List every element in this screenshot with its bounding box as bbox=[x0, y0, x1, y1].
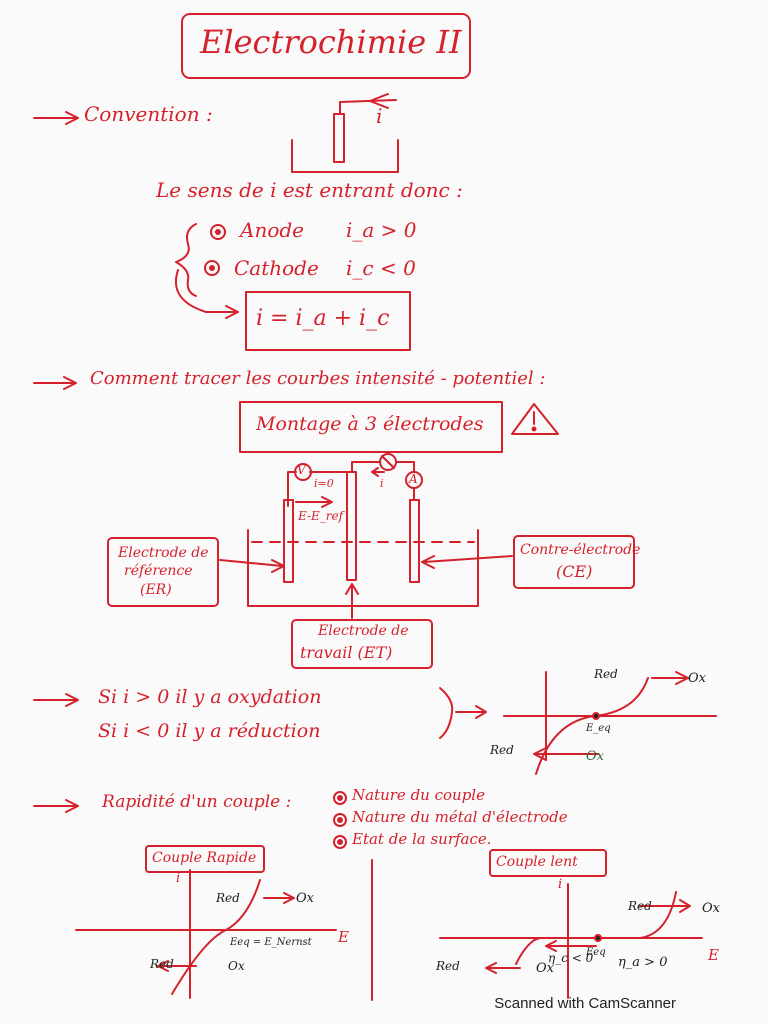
bullet-cathode bbox=[204, 260, 220, 276]
counter-electrode-box bbox=[513, 535, 635, 589]
rapidite-heading: Rapidité d'un couple : bbox=[102, 792, 292, 812]
fast-ox-top: Ox bbox=[296, 891, 314, 906]
montage-label: Montage à 3 électrodes bbox=[256, 413, 484, 435]
slow-couple-title: Couple lent bbox=[496, 854, 578, 870]
counter-electrode-line1: Contre-électrode bbox=[520, 542, 641, 558]
curved-arrow-to-formula bbox=[174, 269, 239, 319]
ammeter-label: A bbox=[409, 472, 418, 486]
slow-eta-a-label: η_a > 0 bbox=[618, 955, 668, 970]
voltmeter-symbol bbox=[294, 463, 312, 481]
slow-ox-top: Ox bbox=[702, 901, 720, 916]
fast-red-top: Red bbox=[216, 891, 240, 905]
slow-couple-graph bbox=[439, 849, 703, 999]
fast-couple-graph bbox=[75, 845, 337, 999]
small-graph-eq: E_eq bbox=[586, 723, 611, 734]
arrow-to-ref bbox=[219, 559, 285, 573]
ref-electrode-line1: Electrode de bbox=[118, 545, 209, 561]
comment-heading: Comment tracer les courbes intensité - p… bbox=[90, 368, 546, 389]
sens-text: Le sens de i est entrant donc : bbox=[156, 178, 463, 202]
oxidation-rule: Si i > 0 il y a oxydation bbox=[98, 686, 322, 708]
cathode-label: Cathode bbox=[234, 256, 319, 280]
brace-anode-cathode bbox=[175, 223, 197, 297]
montage-box bbox=[239, 401, 503, 453]
arrow-rapidite bbox=[33, 799, 79, 813]
arrow-to-ce bbox=[421, 555, 513, 569]
rapidite-item-3: Etat de la surface. bbox=[352, 830, 492, 848]
slow-eta-c-label: η_c < 0 bbox=[548, 951, 594, 965]
rapidite-item-2: Nature du métal d'électrode bbox=[352, 808, 568, 826]
counter-electrode-line2: (CE) bbox=[556, 562, 593, 581]
reduction-rule: Si i < 0 il y a réduction bbox=[98, 720, 321, 742]
small-graph-red-top: Red bbox=[594, 667, 618, 681]
small-ie-graph bbox=[503, 671, 717, 775]
slow-red-bottom: Red bbox=[436, 959, 460, 973]
convention-electrode-sketch bbox=[291, 93, 399, 173]
fast-couple-title: Couple Rapide bbox=[152, 850, 257, 866]
fast-i-axis-label: i bbox=[176, 871, 181, 886]
formula-box bbox=[245, 291, 411, 351]
fast-red-bottom: Red bbox=[150, 957, 174, 971]
voltmeter-label: V bbox=[297, 463, 306, 477]
anode-label: Anode bbox=[240, 218, 305, 242]
arrow-convention bbox=[33, 111, 79, 125]
ref-electrode-line2: référence bbox=[124, 563, 193, 579]
fast-ox-bottom: Ox bbox=[228, 959, 245, 973]
warning-icon bbox=[511, 403, 559, 435]
arrow-to-et bbox=[345, 583, 359, 619]
anode-condition: i_a > 0 bbox=[346, 218, 417, 242]
scanner-watermark: Scanned with CamScanner bbox=[494, 995, 676, 1012]
small-graph-ox-bottom: Ox bbox=[586, 749, 604, 764]
title-box bbox=[181, 13, 471, 79]
i-arrow-label: i bbox=[380, 477, 384, 490]
ref-electrode-line3: (ER) bbox=[140, 582, 172, 598]
potential-difference-label: E-E_ref bbox=[298, 509, 344, 523]
current-sum-formula: i = i_a + i_c bbox=[256, 306, 390, 331]
small-graph-ox-top: Ox bbox=[688, 671, 706, 686]
fast-eq-label: Eeq = E_Nernst bbox=[230, 937, 312, 948]
rapidite-item-1: Nature du couple bbox=[352, 786, 485, 804]
cathode-condition: i_c < 0 bbox=[346, 256, 416, 280]
ammeter-symbol bbox=[405, 471, 423, 489]
slow-e-axis-label: E bbox=[708, 946, 719, 964]
slow-i-axis-label: i bbox=[558, 877, 563, 892]
slow-eq-label: Eeq bbox=[586, 947, 606, 958]
small-graph-red-bottom: Red bbox=[490, 743, 514, 757]
working-electrode-box bbox=[291, 619, 433, 669]
ref-electrode-box bbox=[107, 537, 219, 607]
page-title: Electrochimie II bbox=[200, 23, 462, 61]
fast-e-axis-label: E bbox=[338, 928, 349, 946]
slow-ox-bottom: Ox bbox=[536, 961, 554, 976]
i-zero-label: i=0 bbox=[314, 477, 334, 490]
slow-red-top: Red bbox=[628, 899, 652, 913]
bullet-anode bbox=[210, 224, 226, 240]
convention-heading: Convention : bbox=[84, 102, 213, 126]
current-i-label: i bbox=[376, 104, 383, 128]
brace-signs bbox=[439, 687, 454, 739]
arrow-to-graph bbox=[455, 705, 487, 719]
working-electrode-line2: travail (ET) bbox=[300, 643, 393, 662]
three-electrode-cell bbox=[247, 453, 479, 607]
working-electrode-line1: Electrode de bbox=[318, 623, 409, 639]
arrow-comment bbox=[33, 376, 77, 390]
arrow-signs bbox=[33, 693, 79, 707]
